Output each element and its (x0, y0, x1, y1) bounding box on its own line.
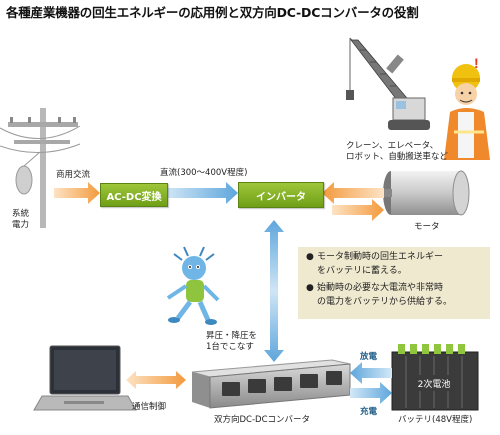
discharge-label: 放電 (360, 352, 378, 362)
crane-label-line2: ロボット、自動搬送車など (346, 152, 448, 162)
note-bullet: ● (306, 252, 314, 262)
arrow-inverter-motor-bidirectional (322, 182, 384, 221)
battery-icon (391, 344, 479, 411)
note-text-line: 始動時の必要な大電流や非常時 (317, 283, 444, 293)
boost-buck-line2: 1台でこなす (206, 342, 254, 352)
utility-pole-icon (0, 108, 81, 228)
acdc-block: AC-DC変換 (100, 183, 168, 207)
commercial-ac-label: 商用交流 (56, 170, 91, 180)
dcdc-converter-icon (191, 359, 351, 409)
grid-label-line2: 電力 (12, 220, 30, 230)
battery-cell-label: 2次電池 (417, 379, 451, 390)
diagram-title: 各種産業機器の回生エネルギーの応用例と双方向DC-DCコンバータの役割 (6, 5, 419, 20)
dc-bus-label: 直流(300～400V程度) (160, 168, 248, 178)
note-text-line: の電力をバッテリから供給する。 (317, 296, 453, 307)
comm-control-label: 通信制御 (132, 402, 167, 412)
mascot-icon (166, 246, 220, 325)
grid-label: 系統 電力 (12, 209, 29, 231)
boost-buck-label: 昇圧・降圧を 1台でこなす (206, 331, 257, 353)
worker-icon: ! (444, 55, 490, 160)
battery-label: バッテリ(48V程度) (398, 415, 473, 425)
note-text-line: モータ制動時の回生エネルギー (317, 252, 444, 262)
note-item: ● モータ制動時の回生エネルギー をバッテリに蓄える。 (306, 251, 484, 278)
note-item: ● 始動時の必要な大電流や非常時 の電力をバッテリから供給する。 (306, 282, 484, 309)
motor-label: モータ (414, 222, 440, 232)
motor-icon (378, 170, 470, 216)
arrow-acdc-to-inverter (164, 182, 238, 204)
crane-icon (346, 37, 430, 130)
arrow-vertical-bus-bidirectional (264, 220, 284, 362)
note-bullet: ● (306, 283, 314, 293)
grid-label-line1: 系統 (12, 209, 30, 219)
arrow-laptop-converter-bidirectional (126, 371, 186, 389)
laptop-icon (33, 345, 137, 411)
crane-label-line1: クレーン、エレベータ、 (346, 141, 439, 151)
converter-label: 双方向DC-DCコンバータ (214, 415, 311, 425)
arrow-discharge (350, 362, 392, 384)
note-text-line: をバッテリに蓄える。 (317, 265, 407, 276)
inverter-block: インバータ (238, 182, 324, 208)
arrow-grid-to-acdc (54, 182, 100, 204)
arrow-charge (350, 382, 392, 404)
notes-box: ● モータ制動時の回生エネルギー をバッテリに蓄える。 ● 始動時の必要な大電流… (298, 247, 490, 319)
svg-text:!: ! (474, 55, 479, 71)
boost-buck-line1: 昇圧・降圧を (206, 331, 258, 341)
charge-label: 充電 (360, 407, 378, 417)
crane-label: クレーン、エレベータ、 ロボット、自動搬送車など (346, 141, 448, 163)
